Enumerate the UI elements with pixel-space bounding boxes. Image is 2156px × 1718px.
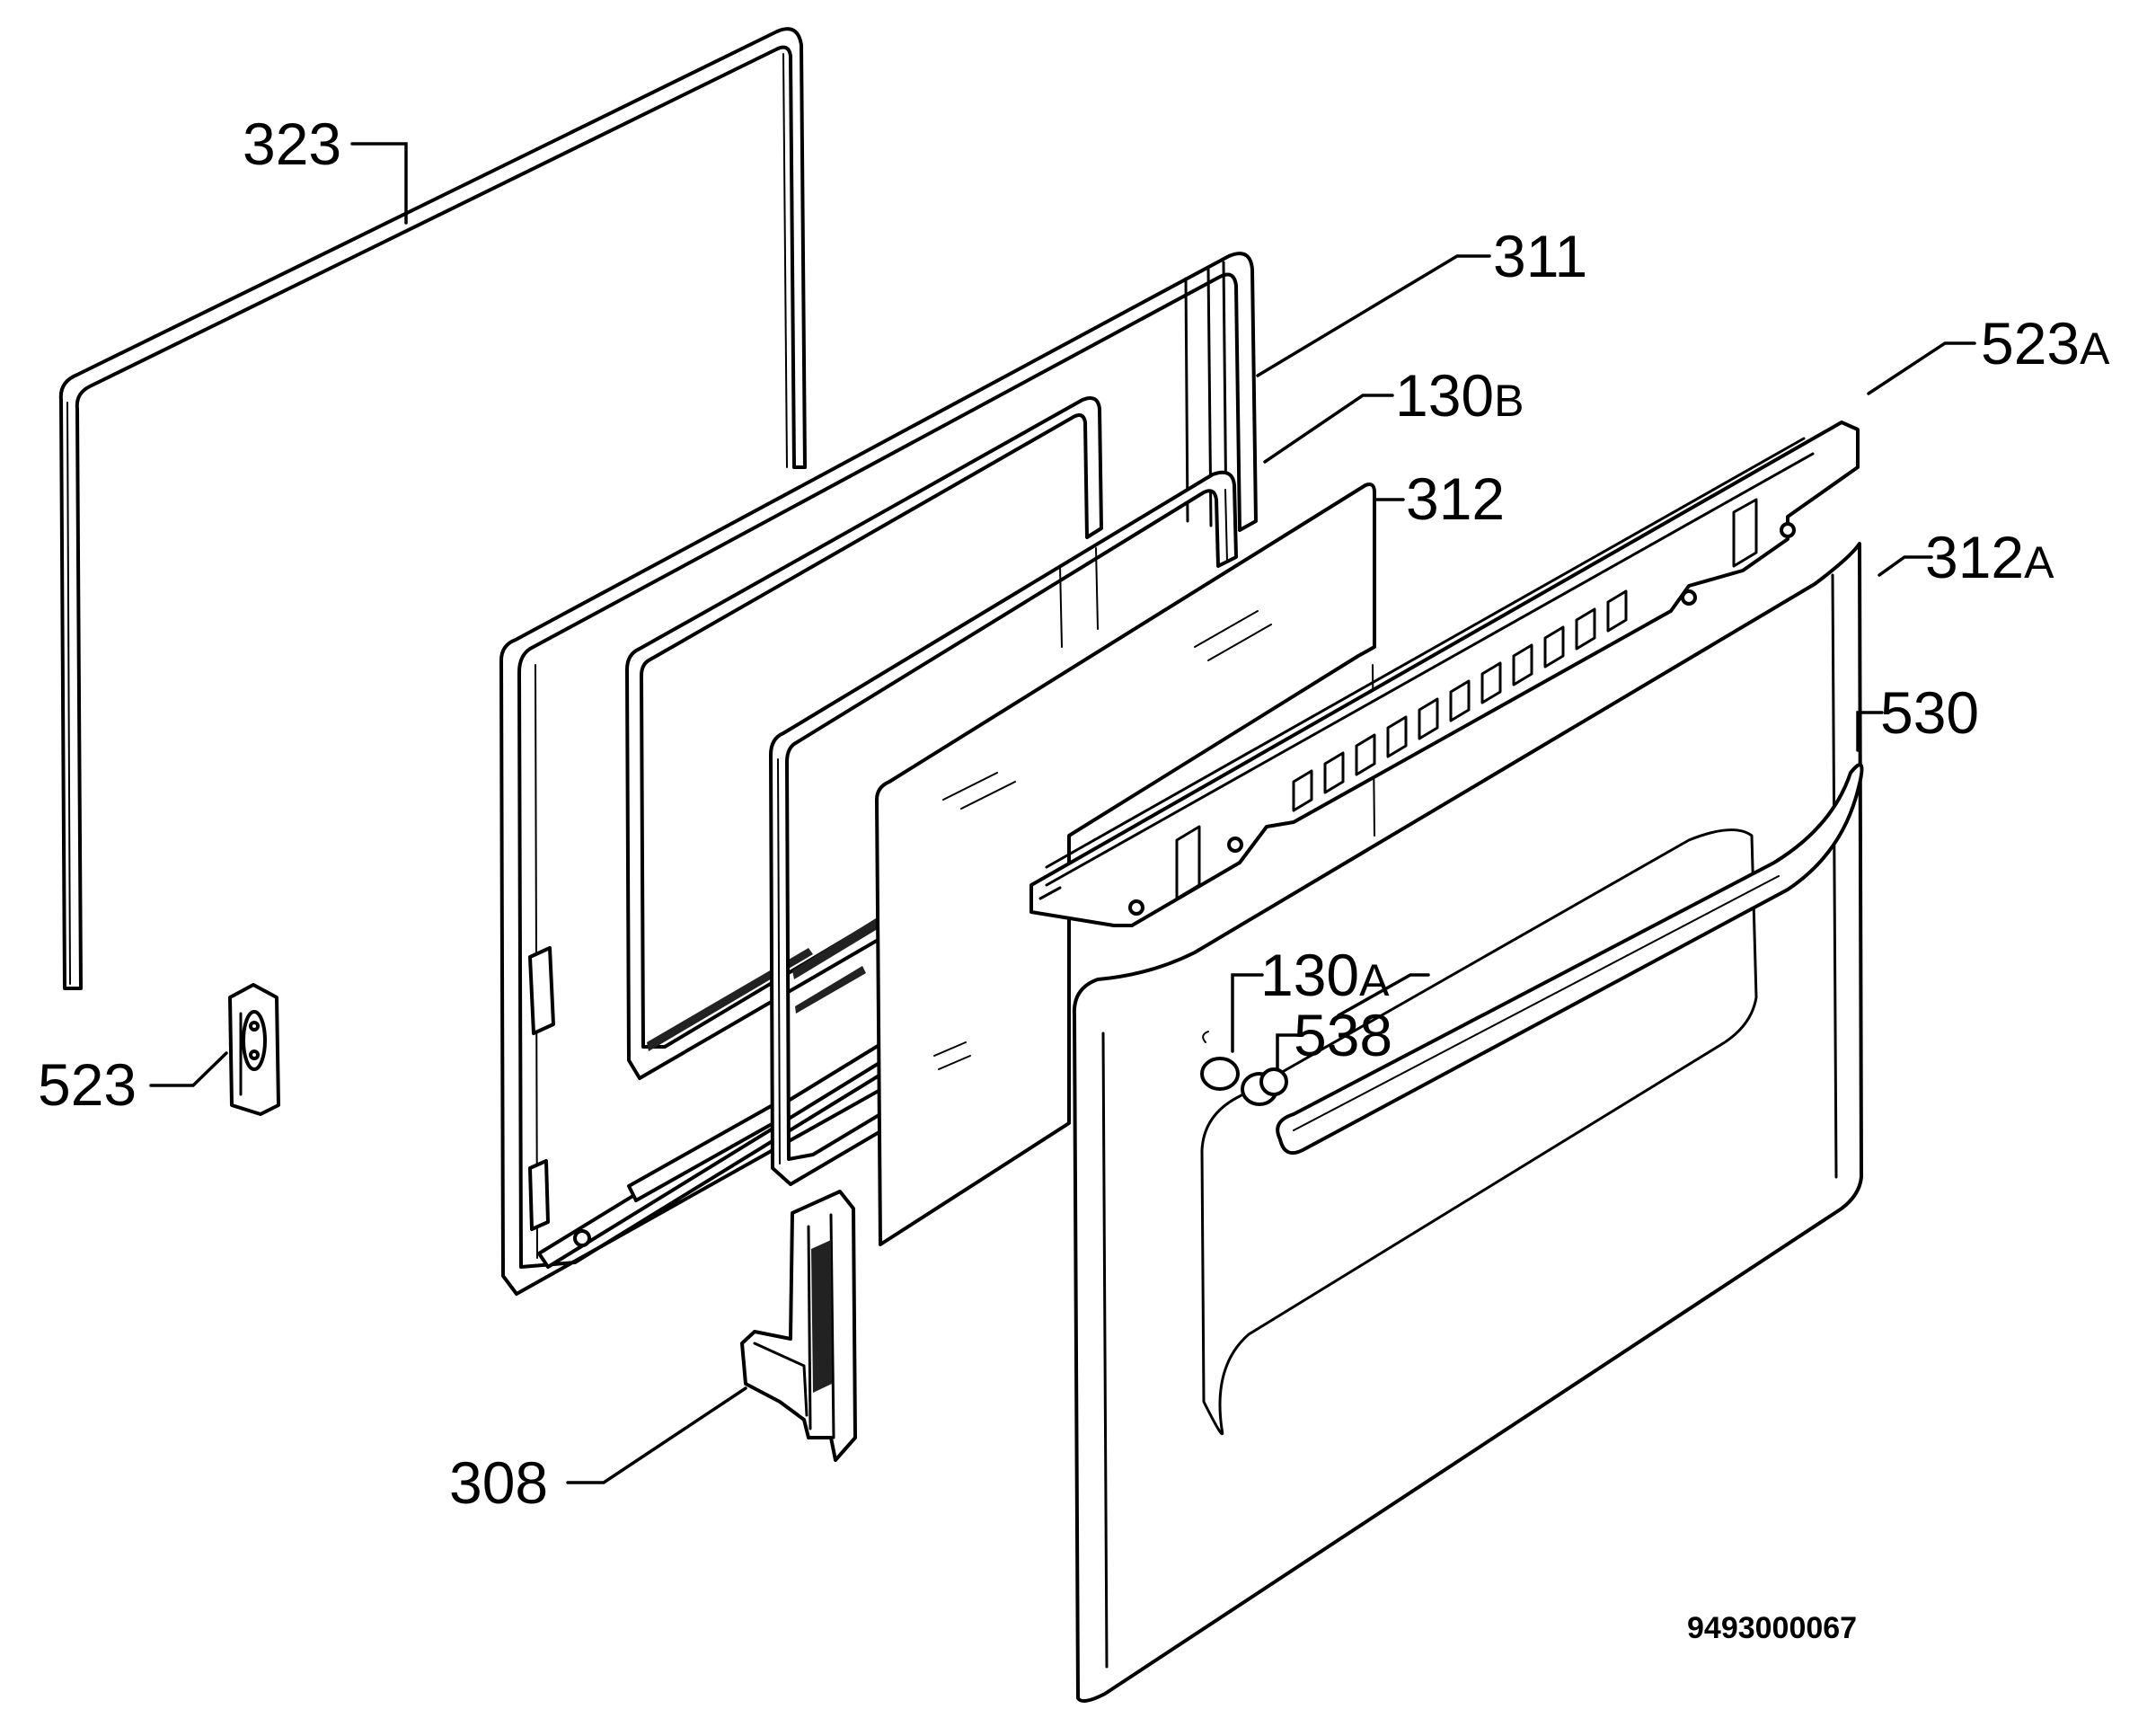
callout-labels: 323 311 523A 130B 312 312A 530 523 130A … [38, 111, 2110, 1516]
callout-523: 523 [38, 1051, 137, 1118]
part-530-door-handle [1276, 763, 1864, 1155]
callout-523A: 523A [1981, 310, 2110, 376]
vent-slots [1292, 589, 1628, 812]
part-523A-vent-strip [1029, 421, 1860, 927]
part-312A-outer-door-panel [1072, 542, 1863, 1704]
part-312-inner-glass [875, 483, 1376, 1246]
callout-530: 530 [1880, 679, 1979, 746]
callout-538: 538 [1294, 1002, 1392, 1068]
part-538-handle-support [1241, 1067, 1288, 1106]
callout-323: 323 [243, 111, 341, 177]
callout-312: 312 [1406, 465, 1505, 532]
document-number: 9493000067 [1687, 1611, 1857, 1645]
part-323-door-seal [58, 27, 807, 990]
callout-308: 308 [449, 1449, 548, 1516]
callout-130B: 130B [1395, 362, 1524, 429]
part-523-hinge-clip [228, 983, 280, 1116]
callout-312A: 312A [1925, 524, 2054, 590]
part-130A-washer [1200, 1031, 1240, 1091]
callout-311: 311 [1493, 223, 1587, 289]
callout-130A: 130A [1260, 942, 1390, 1008]
leader-lines [149, 142, 1976, 1484]
part-308-door-hinge [740, 1190, 857, 1462]
